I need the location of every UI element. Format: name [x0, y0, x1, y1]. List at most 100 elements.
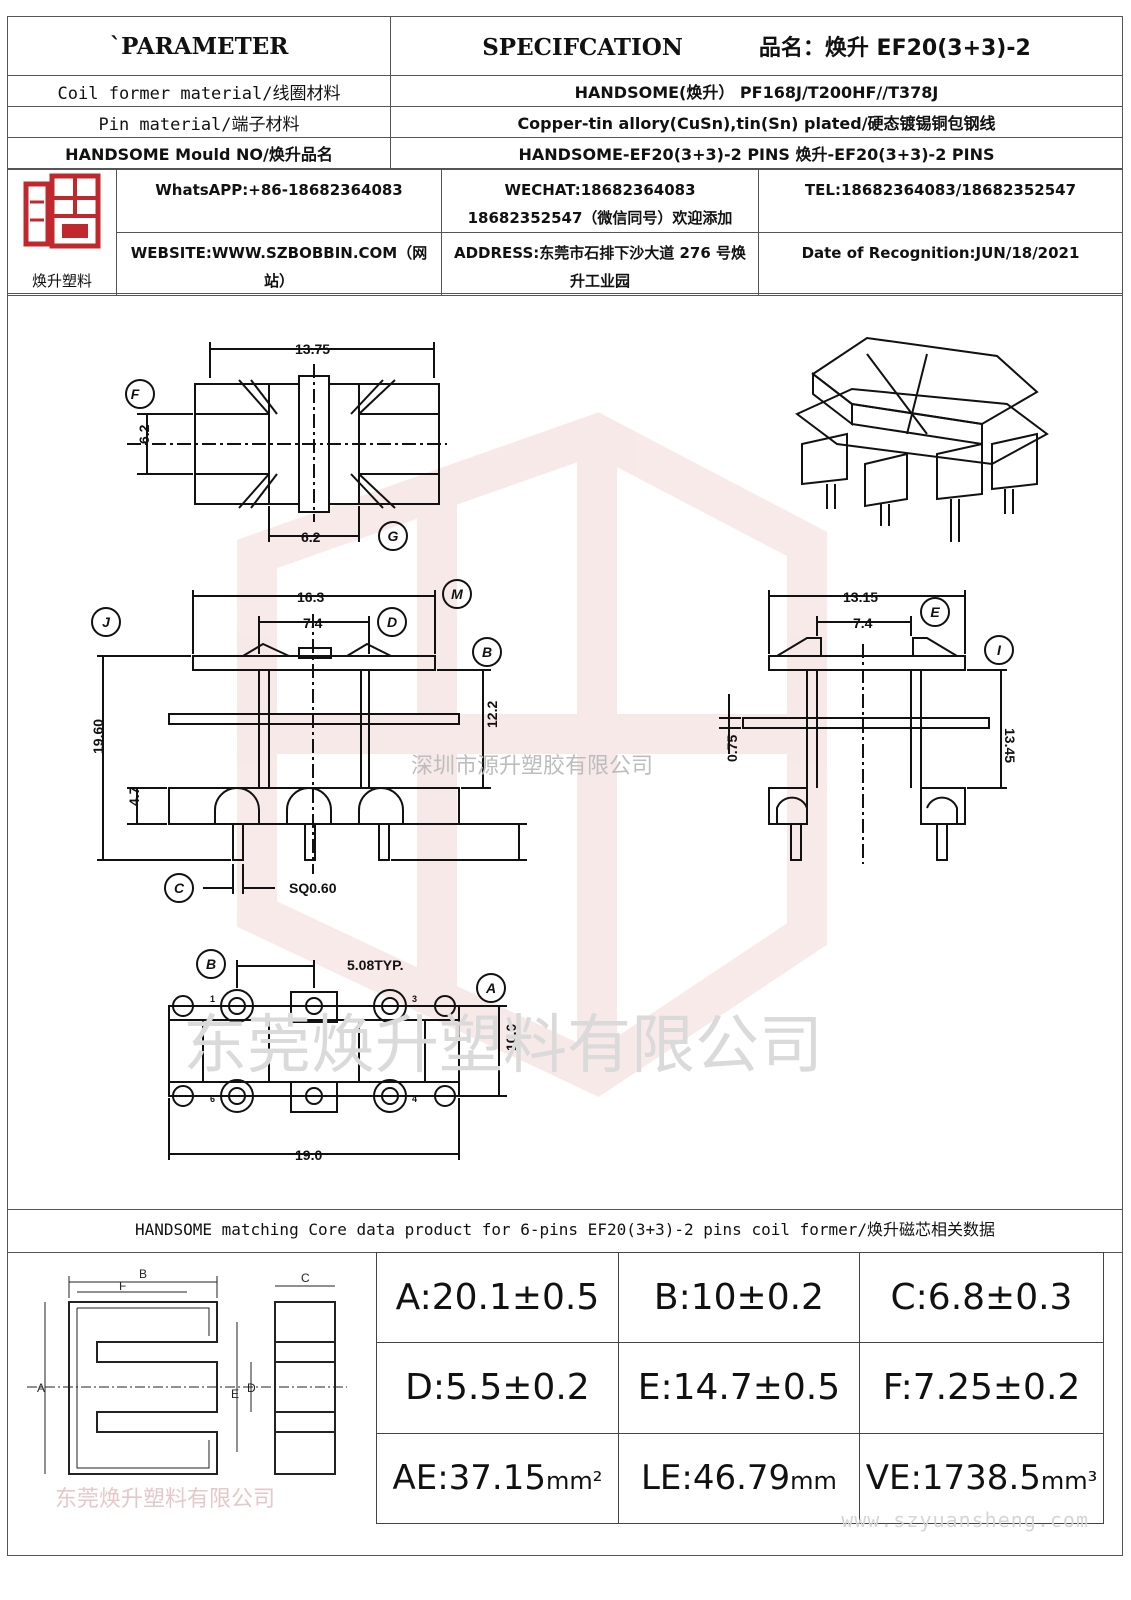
dim-front-width: 16.3	[297, 589, 324, 605]
core-label-e: E	[231, 1387, 239, 1401]
dim-top-width: 13.75	[295, 341, 330, 357]
dim-top-center: 6.2	[301, 529, 321, 545]
row-label-mould: HANDSOME Mould NO/焕升品名	[7, 137, 391, 169]
label-b: B	[482, 644, 492, 660]
label-j-marker	[91, 607, 121, 637]
label-b-marker	[472, 637, 502, 667]
e-core-front	[68, 1301, 218, 1475]
core-label-d: D	[247, 1381, 256, 1395]
row-value-mould: HANDSOME-EF20(3+3)-2 PINS 焕升-EF20(3+3)-2…	[390, 137, 1123, 169]
recognition-date: Date of Recognition:JUN/18/2021	[758, 232, 1123, 296]
dim-front-h2: 12.2	[484, 701, 500, 728]
company-logo: 焕升塑料	[20, 170, 104, 295]
label-m: M	[451, 586, 463, 602]
core-dimensions-table: A:20.1±0.5 B:10±0.2 C:6.8±0.3 D:5.5±0.2 …	[376, 1251, 1104, 1525]
le-value: LE:46.79	[640, 1458, 791, 1499]
core-dim-f: F:7.25±0.2	[859, 1342, 1104, 1434]
dim-bottom-width: 19.0	[295, 1147, 322, 1163]
row-label-coil: Coil former material/线圈材料	[7, 75, 391, 107]
dim-side-inner: 7.4	[853, 615, 873, 631]
row-value-coil: HANDSOME(焕升） PF168J/T200HF//T378J	[390, 75, 1123, 107]
spec-title: SPECIFCATION 品名：焕升 EF20(3+3)-2	[390, 16, 1123, 76]
core-label-f: F	[119, 1279, 126, 1293]
core-dim-d: D:5.5±0.2	[376, 1342, 619, 1434]
front-view	[97, 590, 527, 894]
label-b2: B	[206, 956, 216, 972]
dim-front-base: 4.7	[126, 786, 142, 806]
dim-front-inner: 7.4	[303, 615, 323, 631]
core-dim-b: B:10±0.2	[617, 1251, 861, 1344]
wechat: WECHAT:18682364083 18682352547（微信同号）欢迎添加	[441, 169, 759, 233]
le-unit: mm	[790, 1467, 837, 1496]
dim-side-height: 13.45	[1002, 728, 1018, 763]
whatsapp: WhatsAPP:+86-18682364083	[116, 169, 442, 233]
e-core-side	[274, 1301, 336, 1475]
label-m-marker	[442, 579, 472, 609]
label-i-marker	[984, 635, 1014, 665]
dim-bottom-row: 10.0	[503, 1024, 519, 1051]
core-param-le: LE:46.79mm	[617, 1432, 861, 1525]
dim-side-width: 13.15	[843, 589, 878, 605]
row-label-pin: Pin material/端子材料	[7, 106, 391, 138]
bottom-view	[168, 960, 507, 1160]
core-param-ae: AE:37.15mm²	[376, 1432, 619, 1525]
product-name: 品名：焕升 EF20(3+3)-2	[758, 36, 1031, 61]
ve-unit: mm³	[1040, 1467, 1098, 1496]
watermark-logo-icon	[237, 412, 827, 1097]
top-view	[127, 342, 447, 542]
label-g-marker	[378, 521, 408, 551]
website: WEBSITE:WWW.SZBOBBIN.COM（网站）	[116, 232, 442, 296]
e-core-diagram: B F C A E D 东莞焕升塑料有限公司	[27, 1267, 347, 1511]
core-dim-c: C:6.8±0.3	[859, 1251, 1104, 1344]
ae-value: AE:37.15	[392, 1458, 546, 1499]
label-a: A	[485, 980, 496, 996]
label-b2-marker	[196, 949, 226, 979]
label-f: F	[131, 386, 140, 402]
label-d: D	[387, 614, 397, 630]
core-dim-a: A:20.1±0.5	[376, 1251, 619, 1344]
pin-number-1: 1	[210, 994, 215, 1004]
core-drawing: B F C A E D 东莞焕升塑料有限公司	[7, 1252, 367, 1522]
dim-bottom-pitch: 5.08TYP.	[347, 957, 404, 973]
label-g: G	[388, 528, 399, 544]
dim-front-height: 19.60	[90, 719, 106, 754]
label-a-marker	[476, 973, 506, 1003]
label-c-marker	[164, 873, 194, 903]
core-label-c: C	[301, 1271, 310, 1285]
ae-unit: mm²	[546, 1467, 603, 1496]
drawing-area: 13.75 6.2 6.2 F G 16.3 7.4 19.60 12.2 4.…	[7, 293, 1123, 1210]
spec-label: SPECIFCATION	[482, 34, 683, 61]
label-d-marker	[377, 607, 407, 637]
telephone: TEL:18682364083/18682352547	[758, 169, 1123, 233]
logo-cell: 焕升塑料	[7, 169, 117, 296]
pin-number-4: 4	[412, 1094, 417, 1104]
core-label-b: B	[139, 1267, 147, 1281]
pin-number-6: 6	[210, 1094, 215, 1104]
isometric-view	[795, 336, 1049, 542]
address: ADDRESS:东莞市石排下沙大道 276 号焕升工业园	[441, 232, 759, 296]
contact-table: 焕升塑料 WhatsAPP:+86-18682364083 WECHAT:186…	[7, 169, 1123, 296]
side-view	[719, 590, 1007, 864]
parameter-title: `PARAMETER	[7, 16, 391, 76]
core-watermark: 东莞焕升塑料有限公司	[55, 1486, 275, 1511]
dim-side-flange: 0.75	[724, 735, 740, 762]
footer-url-watermark: www.szyuansheng.com	[841, 1508, 1089, 1532]
row-value-pin: Copper-tin allory(CuSn),tin(Sn) plated/硬…	[390, 106, 1123, 138]
pin-number-3: 3	[412, 994, 417, 1004]
core-label-a: A	[37, 1381, 45, 1395]
label-j: J	[102, 614, 111, 630]
logo-mark-icon	[23, 173, 101, 249]
header-table: `PARAMETER SPECIFCATION 品名：焕升 EF20(3+3)-…	[7, 16, 1123, 169]
dim-front-pin: SQ0.60	[289, 880, 337, 896]
core-param-ve: VE:1738.5mm³	[859, 1432, 1104, 1525]
dim-top-height: 6.2	[136, 424, 152, 444]
logo-text: 焕升塑料	[31, 272, 92, 290]
matching-core-title: HANDSOME matching Core data product for …	[7, 1208, 1123, 1253]
ve-value: VE:1738.5	[865, 1458, 1041, 1499]
label-e: E	[930, 604, 940, 620]
core-dim-e: E:14.7±0.5	[617, 1342, 861, 1434]
label-c: C	[174, 880, 185, 896]
technical-drawing: 13.75 6.2 6.2 F G 16.3 7.4 19.60 12.2 4.…	[90, 336, 1049, 1163]
label-i: I	[997, 642, 1002, 658]
label-e-marker	[920, 597, 950, 627]
